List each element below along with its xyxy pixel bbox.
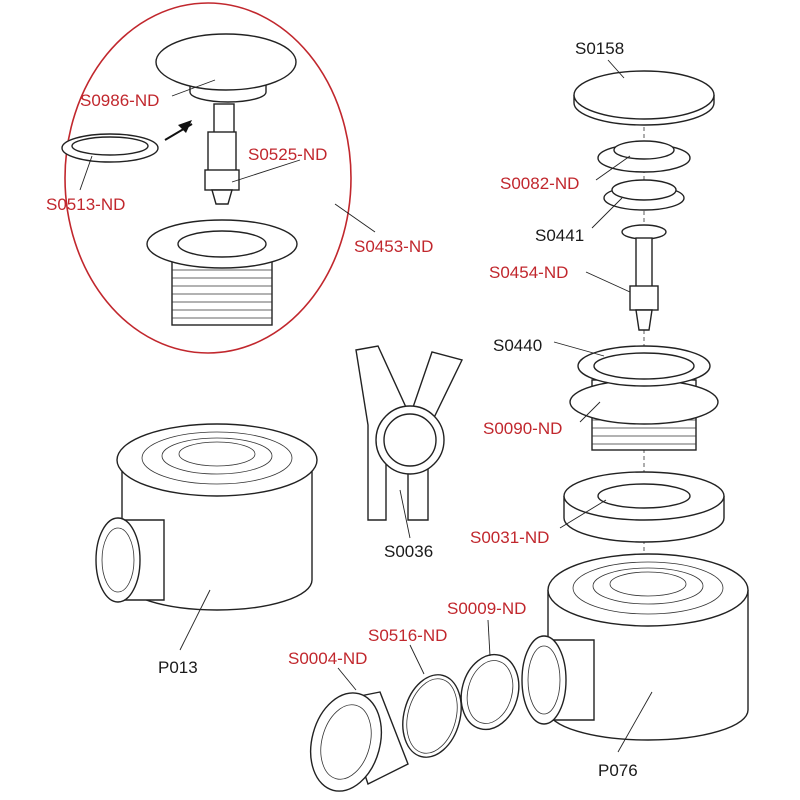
label-s0513: S0513-ND — [46, 195, 125, 214]
label-s0441: S0441 — [535, 226, 584, 245]
plunger-s0454 — [621, 224, 667, 331]
label-p013: P013 — [158, 658, 198, 677]
waste-s0090 — [569, 345, 719, 451]
ring-s0009 — [460, 653, 520, 731]
label-p076: P076 — [598, 761, 638, 780]
trap-p013 — [95, 423, 318, 611]
ring-s0082 — [597, 140, 691, 173]
label-s0090: S0090-ND — [483, 419, 562, 438]
label-s0440: S0440 — [493, 336, 542, 355]
nut-s0004 — [310, 691, 409, 792]
label-s0525: S0525-ND — [248, 145, 327, 164]
label-s0986: S0986-ND — [80, 91, 159, 110]
label-s0031: S0031-ND — [470, 528, 549, 547]
arrow-head-icon — [178, 120, 192, 133]
ring-s0513 — [61, 133, 159, 163]
washer-s0031 — [563, 471, 725, 543]
label-s0082: S0082-ND — [500, 174, 579, 193]
waste-body-s0453 — [146, 219, 298, 326]
label-s0004: S0004-ND — [288, 649, 367, 668]
plunger-s0525 — [204, 103, 240, 205]
label-s0009: S0009-ND — [447, 599, 526, 618]
label-s0453: S0453-ND — [354, 237, 433, 256]
trap-p076 — [521, 553, 749, 741]
oring-s0516 — [402, 674, 462, 758]
key-tool-s0036 — [355, 345, 464, 521]
leader-lines — [79, 59, 653, 753]
label-s0036: S0036 — [384, 542, 433, 561]
cap-s0158 — [573, 70, 715, 126]
label-s0454: S0454-ND — [489, 263, 568, 282]
kit-outline-s0453 — [64, 2, 352, 354]
label-s0158: S0158 — [575, 39, 624, 58]
label-s0516: S0516-ND — [368, 626, 447, 645]
ring-s0441 — [603, 179, 685, 211]
cap-s0986 — [155, 33, 297, 103]
